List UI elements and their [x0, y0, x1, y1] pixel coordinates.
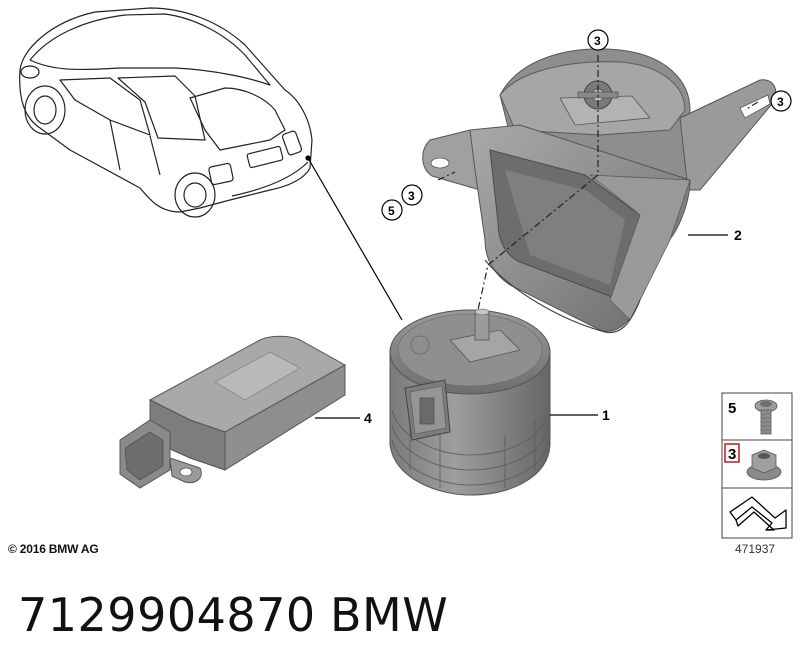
circle-callout-nut-top: 3 — [587, 29, 609, 51]
fastener-legend: 5 3 — [721, 392, 793, 539]
screw-icon — [754, 399, 778, 435]
diagram-number: 471937 — [735, 542, 776, 556]
car-outline-illustration — [19, 7, 313, 218]
svg-text:5: 5 — [388, 204, 395, 218]
control-unit-part — [119, 335, 347, 489]
legend-nut-highlight — [724, 443, 740, 463]
parts-diagram: 2 1 4 3 3 3 5 5 — [19, 7, 793, 539]
leader-lines — [315, 234, 728, 419]
siren-part — [389, 308, 551, 496]
svg-text:3: 3 — [777, 95, 784, 109]
alignment-lines — [437, 55, 759, 311]
legend-screw-label: 5 — [728, 400, 736, 417]
circle-callout-nut-left: 3 — [401, 184, 423, 206]
legend-nut-label: 3 — [728, 446, 736, 463]
brand-name: BMW — [330, 588, 449, 642]
bracket-part — [422, 48, 777, 334]
callout-control-unit-label: 4 — [364, 410, 372, 426]
part-number: 7129904870 — [18, 588, 316, 642]
copyright-notice: © 2016 BMW AG — [8, 542, 99, 556]
flange-nut-icon — [746, 449, 782, 481]
svg-text:3: 3 — [408, 189, 415, 203]
callout-bracket-label: 2 — [734, 227, 742, 243]
leader-line-car — [307, 157, 403, 321]
direction-arrow-icon — [729, 496, 787, 531]
circle-callout-screw-left: 5 — [381, 199, 403, 221]
callout-siren-label: 1 — [602, 407, 610, 423]
svg-text:3: 3 — [594, 34, 601, 48]
circle-callout-nut-right: 3 — [770, 90, 792, 112]
